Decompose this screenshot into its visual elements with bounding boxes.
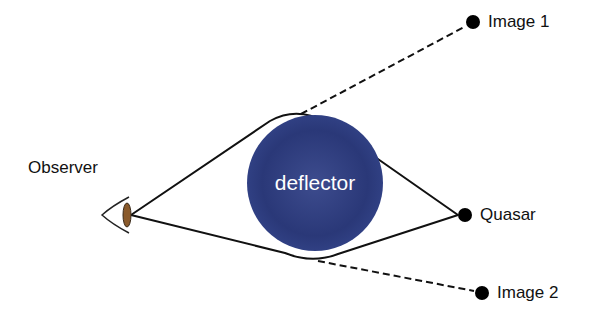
node-label: Observer: [28, 158, 132, 178]
node-label: Image 2: [497, 283, 558, 303]
node-label: Image 1: [488, 12, 549, 32]
point-source: Image 1: [466, 12, 549, 32]
dashed-ray: [318, 261, 474, 291]
eye-icon: [100, 193, 132, 237]
source-dot: [458, 208, 472, 222]
node-label: deflector: [275, 171, 356, 195]
point-source: Quasar: [458, 205, 536, 225]
observer: Observer: [28, 158, 132, 237]
point-source: Image 2: [475, 283, 558, 303]
source-dot: [475, 286, 489, 300]
node-label: Quasar: [480, 205, 536, 225]
dashed-ray: [301, 26, 466, 114]
deflector-circle: deflector: [247, 115, 383, 251]
source-dot: [466, 15, 480, 29]
